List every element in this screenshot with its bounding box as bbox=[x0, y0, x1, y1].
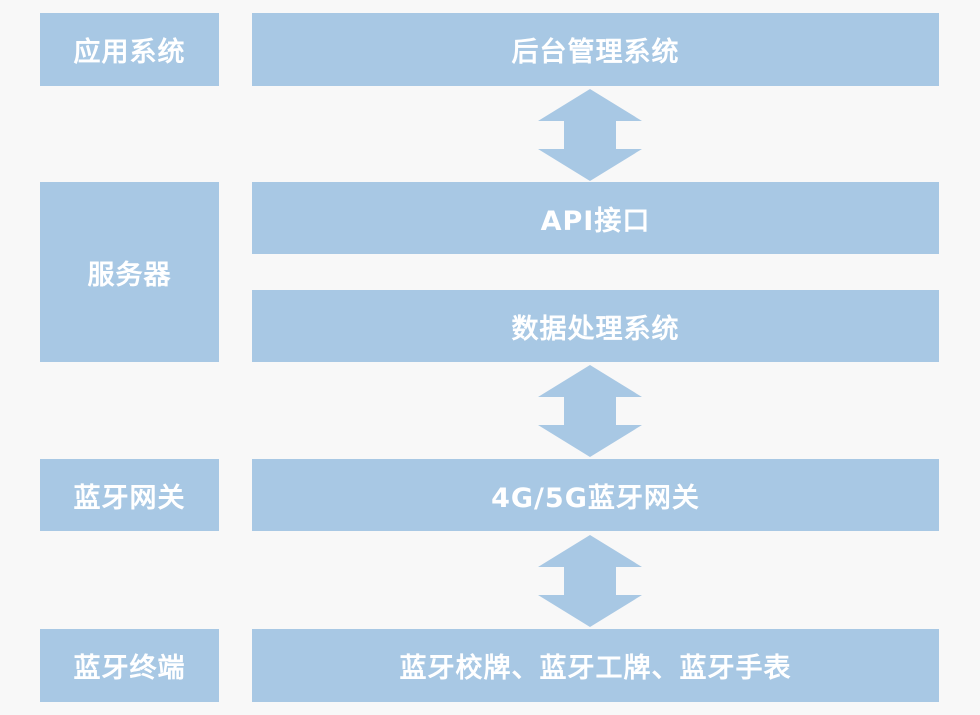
double-arrow-icon bbox=[538, 365, 642, 457]
component-data-processing: 数据处理系统 bbox=[252, 290, 939, 362]
layer-label-application: 应用系统 bbox=[40, 13, 219, 86]
component-terminals: 蓝牙校牌、蓝牙工牌、蓝牙手表 bbox=[252, 629, 939, 702]
component-gateway: 4G/5G蓝牙网关 bbox=[252, 459, 939, 531]
layer-label-terminal: 蓝牙终端 bbox=[40, 629, 219, 702]
double-arrow-icon bbox=[538, 89, 642, 181]
double-arrow-icon bbox=[538, 535, 642, 627]
layer-label-gateway: 蓝牙网关 bbox=[40, 459, 219, 531]
component-api: API接口 bbox=[252, 182, 939, 254]
layer-label-server: 服务器 bbox=[40, 182, 219, 362]
component-admin-system: 后台管理系统 bbox=[252, 13, 939, 86]
